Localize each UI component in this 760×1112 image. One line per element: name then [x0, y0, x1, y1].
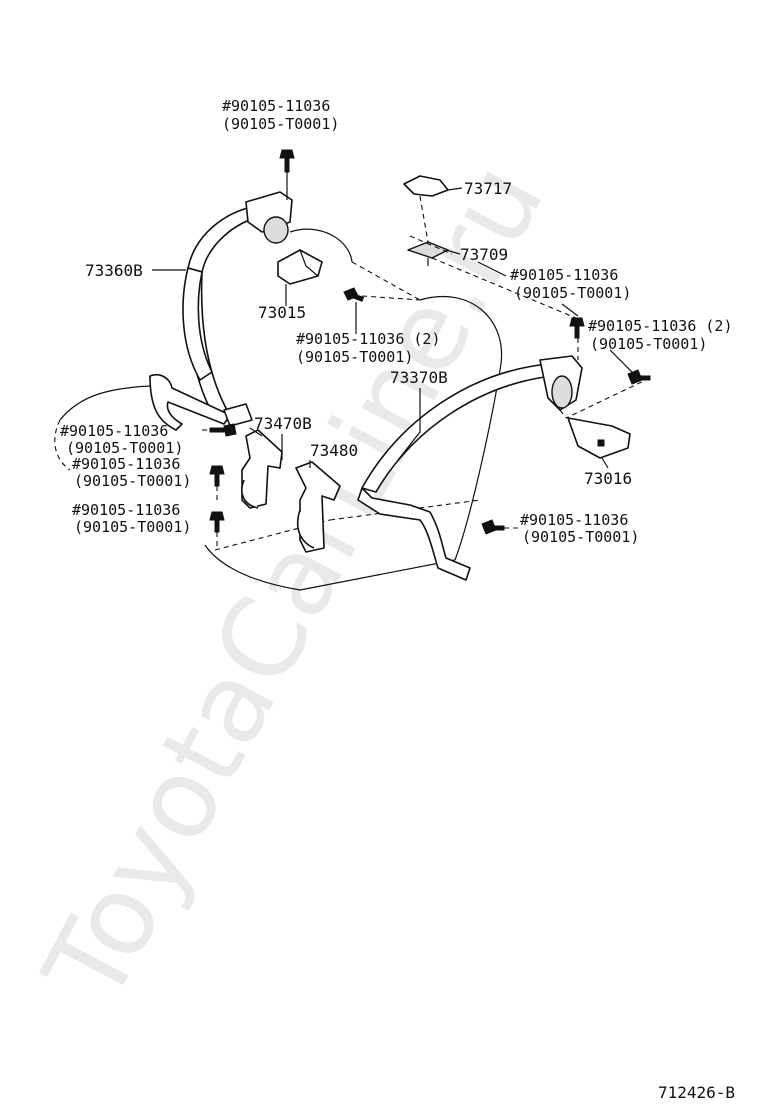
label-bolt-mid-right-part: #90105-11036: [510, 266, 618, 284]
label-bolt-buckle1-alt: (90105-T0001): [74, 472, 191, 490]
label-buckle-left: 73470B: [254, 414, 312, 433]
label-bolt-right-anchor-part: #90105-11036: [520, 511, 628, 529]
retractor-belt-left: [149, 191, 293, 431]
bolt-mid-right-icon: [569, 317, 585, 339]
label-retractor-right: 73370B: [390, 368, 448, 387]
bolt-top-icon: [279, 149, 295, 173]
label-bolt-bracket-left-alt: (90105-T0001): [296, 348, 413, 366]
bolt-right-anchor-icon: [481, 519, 505, 535]
bolt-bracket-left-icon: [343, 287, 365, 302]
label-bolt-left-anchor-part: #90105-11036: [60, 422, 168, 440]
label-bolt-right-anchor-alt: (90105-T0001): [522, 528, 639, 546]
buckle-right: [295, 461, 341, 553]
label-cover-73717: 73717: [464, 179, 512, 198]
leader-lines: [152, 172, 651, 546]
label-bolt-buckle2-alt: (90105-T0001): [74, 518, 191, 536]
label-bolt-top-alt: (90105-T0001): [222, 115, 339, 133]
label-buckle-right: 73480: [310, 441, 358, 460]
bolt-left-anchor-icon: [209, 423, 237, 437]
bolt-bracket-right-icon: [627, 369, 651, 385]
label-bolt-bracket-right-alt: (90105-T0001): [590, 335, 707, 353]
bolt-buckle1-icon: [209, 465, 225, 487]
label-bracket-left: 73015: [258, 303, 306, 322]
part-labels: #90105-11036 (90105-T0001) 73360B 73015 …: [60, 97, 735, 1102]
label-bolt-buckle1-part: #90105-11036: [72, 455, 180, 473]
bolt-buckle2-icon: [209, 511, 225, 533]
label-retractor-left: 73360B: [85, 261, 143, 280]
label-bolt-left-anchor-alt: (90105-T0001): [66, 439, 183, 457]
label-bracket-right: 73016: [584, 469, 632, 488]
label-bolt-bracket-left-part: #90105-11036 (2): [296, 330, 441, 348]
buckle-left: [241, 429, 283, 509]
label-bolt-top-part: #90105-11036: [222, 97, 330, 115]
label-clip-73709: 73709: [460, 245, 508, 264]
bracket-right: [567, 417, 631, 459]
diagram-id: 712426-B: [658, 1083, 735, 1102]
label-bolt-buckle2-part: #90105-11036: [72, 501, 180, 519]
label-bolt-bracket-right-part: #90105-11036 (2): [588, 317, 733, 335]
bracket-left: [277, 249, 323, 285]
label-bolt-mid-right-alt: (90105-T0001): [514, 284, 631, 302]
retractor-belt-right: [357, 355, 583, 581]
